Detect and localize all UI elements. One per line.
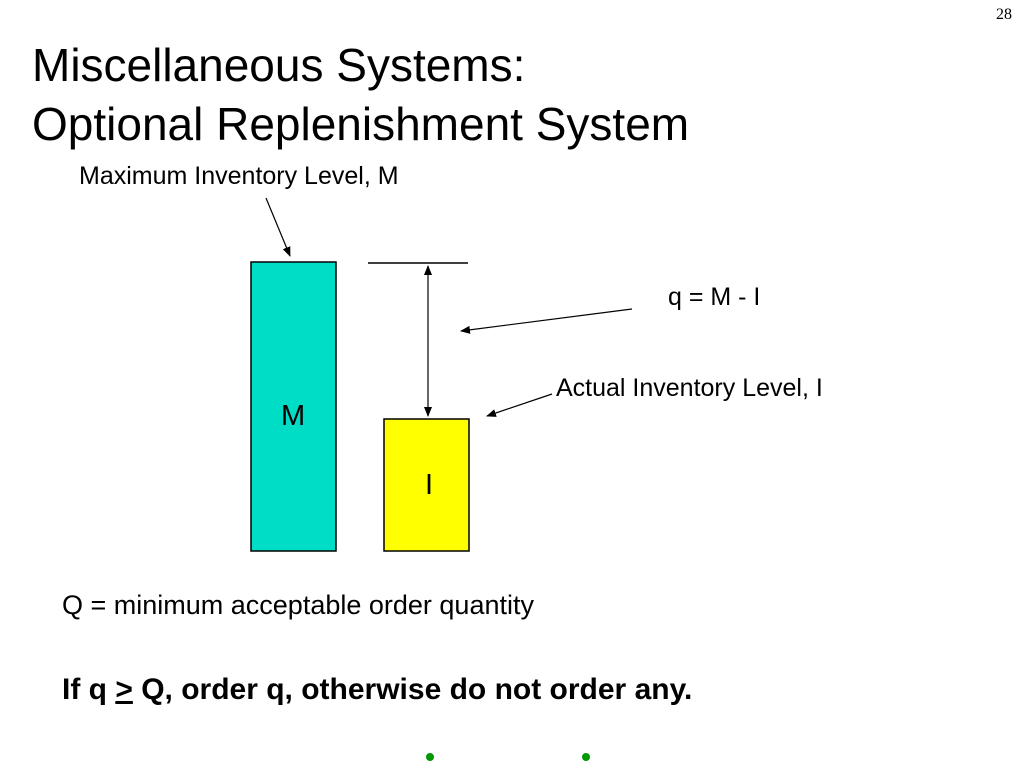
- bar-actual-inventory: [383, 418, 470, 552]
- slide-title-line-1: Miscellaneous Systems:: [32, 39, 526, 91]
- page-number: 28: [996, 6, 1012, 23]
- q-formula-label: q = M - I: [668, 283, 761, 311]
- slide-title-line-2: Optional Replenishment System: [32, 98, 690, 150]
- min-order-quantity-definition: Q = minimum acceptable order quantity: [62, 590, 534, 620]
- rule-text-before: If q: [62, 673, 116, 706]
- maximum-inventory-label: Maximum Inventory Level, M: [79, 162, 399, 190]
- q-label-arrow: [460, 308, 633, 334]
- ordering-rule: If q > Q, order q, otherwise do not orde…: [62, 673, 692, 707]
- rule-operator-gte: >: [115, 673, 133, 706]
- actual-label-arrow: [486, 393, 553, 417]
- bullet-dot-right: [582, 753, 590, 761]
- bar-m-letter: M: [281, 400, 306, 432]
- bullet-dot-left: [426, 753, 434, 761]
- rule-text-after: Q, order q, otherwise do not order any.: [132, 673, 693, 706]
- bar-i-letter: I: [425, 469, 434, 501]
- max-label-arrow: [265, 197, 291, 257]
- bar-maximum-inventory: [250, 261, 337, 552]
- actual-inventory-label: Actual Inventory Level, I: [556, 374, 823, 402]
